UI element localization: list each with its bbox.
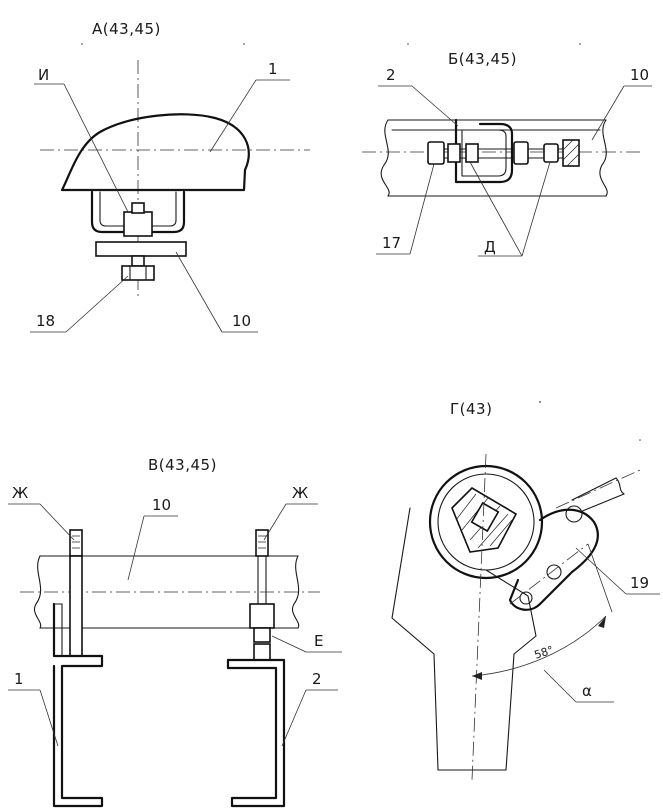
view-g-center-nut (470, 501, 500, 533)
leader-alpha (543, 669, 577, 703)
callout-i: И (38, 66, 49, 84)
view-g-bracket-hole-mid (546, 564, 562, 580)
callout-18: 18 (36, 312, 55, 330)
view-g-rod-top (571, 477, 617, 501)
view-v-right-stud-top (255, 529, 269, 557)
view-b-left-break (380, 119, 390, 197)
view-a-title: А(43,45) (92, 20, 161, 38)
leader-2-b (411, 85, 459, 127)
view-a-plate (95, 241, 187, 257)
leader-d-2 (521, 161, 551, 257)
leader-i (63, 83, 129, 213)
view-v-spacer (249, 603, 275, 629)
leader-zh-right (263, 503, 287, 541)
callout-10-v: 10 (152, 496, 171, 514)
view-v-nut-e (253, 643, 271, 661)
callout-d: Д (484, 238, 496, 256)
view-a-bolt-head (131, 202, 145, 214)
view-b-nut-right (513, 141, 529, 165)
view-b: Б(43,45) 2 10 17 (362, 43, 652, 257)
callout-2-v: 2 (312, 670, 322, 688)
view-g-bracket (508, 508, 599, 611)
leader-zh-left (39, 503, 75, 541)
view-v-channel-right (226, 658, 286, 808)
view-b-nut-17 (427, 141, 445, 165)
view-g-bracket-hole-top (565, 505, 583, 523)
leader-19 (575, 547, 627, 595)
callout-1-a: 1 (268, 60, 278, 78)
leader-10-a (175, 251, 223, 333)
view-v-channel-left (52, 602, 104, 808)
view-a: А(43,45) И 1 18 10 (30, 20, 310, 333)
view-g-vertical-axis (471, 453, 487, 781)
view-b-nut-d2 (543, 143, 559, 163)
view-g-post-left-edge (391, 507, 439, 771)
leader-17 (409, 163, 435, 255)
view-g-title: Г(43) (450, 400, 492, 418)
view-v-title: В(43,45) (148, 456, 217, 474)
view-g-tube-inner (437, 473, 535, 571)
view-g: Г(43) 58° α (391, 400, 660, 781)
callout-10-b: 10 (630, 66, 649, 84)
view-a-stud (131, 255, 145, 267)
view-g-angle-arc (471, 615, 607, 677)
view-b-nut-d1 (465, 143, 479, 163)
callout-e: Е (314, 632, 323, 650)
callout-17: 17 (382, 234, 401, 252)
view-b-u-clamp (454, 118, 514, 184)
view-a-center-block (123, 211, 153, 237)
callout-alpha: α (582, 682, 592, 700)
view-v-left-stud-top (69, 529, 83, 557)
callout-zh-left: Ж (12, 484, 28, 502)
view-b-end-block (562, 139, 580, 167)
view-a-nut (121, 265, 155, 281)
view-b-right-break (599, 119, 608, 197)
callout-2-b: 2 (386, 66, 396, 84)
callout-1-v: 1 (14, 670, 24, 688)
view-v: В(43,45) Ж Ж (8, 456, 342, 808)
view-g-angle-label: 58° (533, 643, 556, 661)
callout-zh-right: Ж (292, 484, 308, 502)
leader-1-v (39, 689, 59, 747)
view-g-tube-outer (428, 464, 544, 580)
view-v-beam-right-break (292, 555, 300, 629)
leader-10-v (127, 515, 145, 581)
view-g-bracket-hole-low (519, 591, 533, 605)
leader-18 (65, 275, 129, 333)
leader-1-a (209, 79, 257, 153)
view-v-left-stud (69, 555, 83, 657)
callout-10-a: 10 (232, 312, 251, 330)
callout-19: 19 (630, 574, 649, 592)
view-b-title: Б(43,45) (448, 50, 517, 68)
leader-e (271, 635, 307, 653)
view-v-beam-left-break (34, 555, 42, 629)
view-a-dome-cap (60, 113, 250, 192)
leader-10-b (591, 85, 625, 141)
leader-d-1 (469, 161, 523, 257)
leader-2-v (281, 689, 307, 747)
view-b-washer-left (447, 143, 461, 163)
